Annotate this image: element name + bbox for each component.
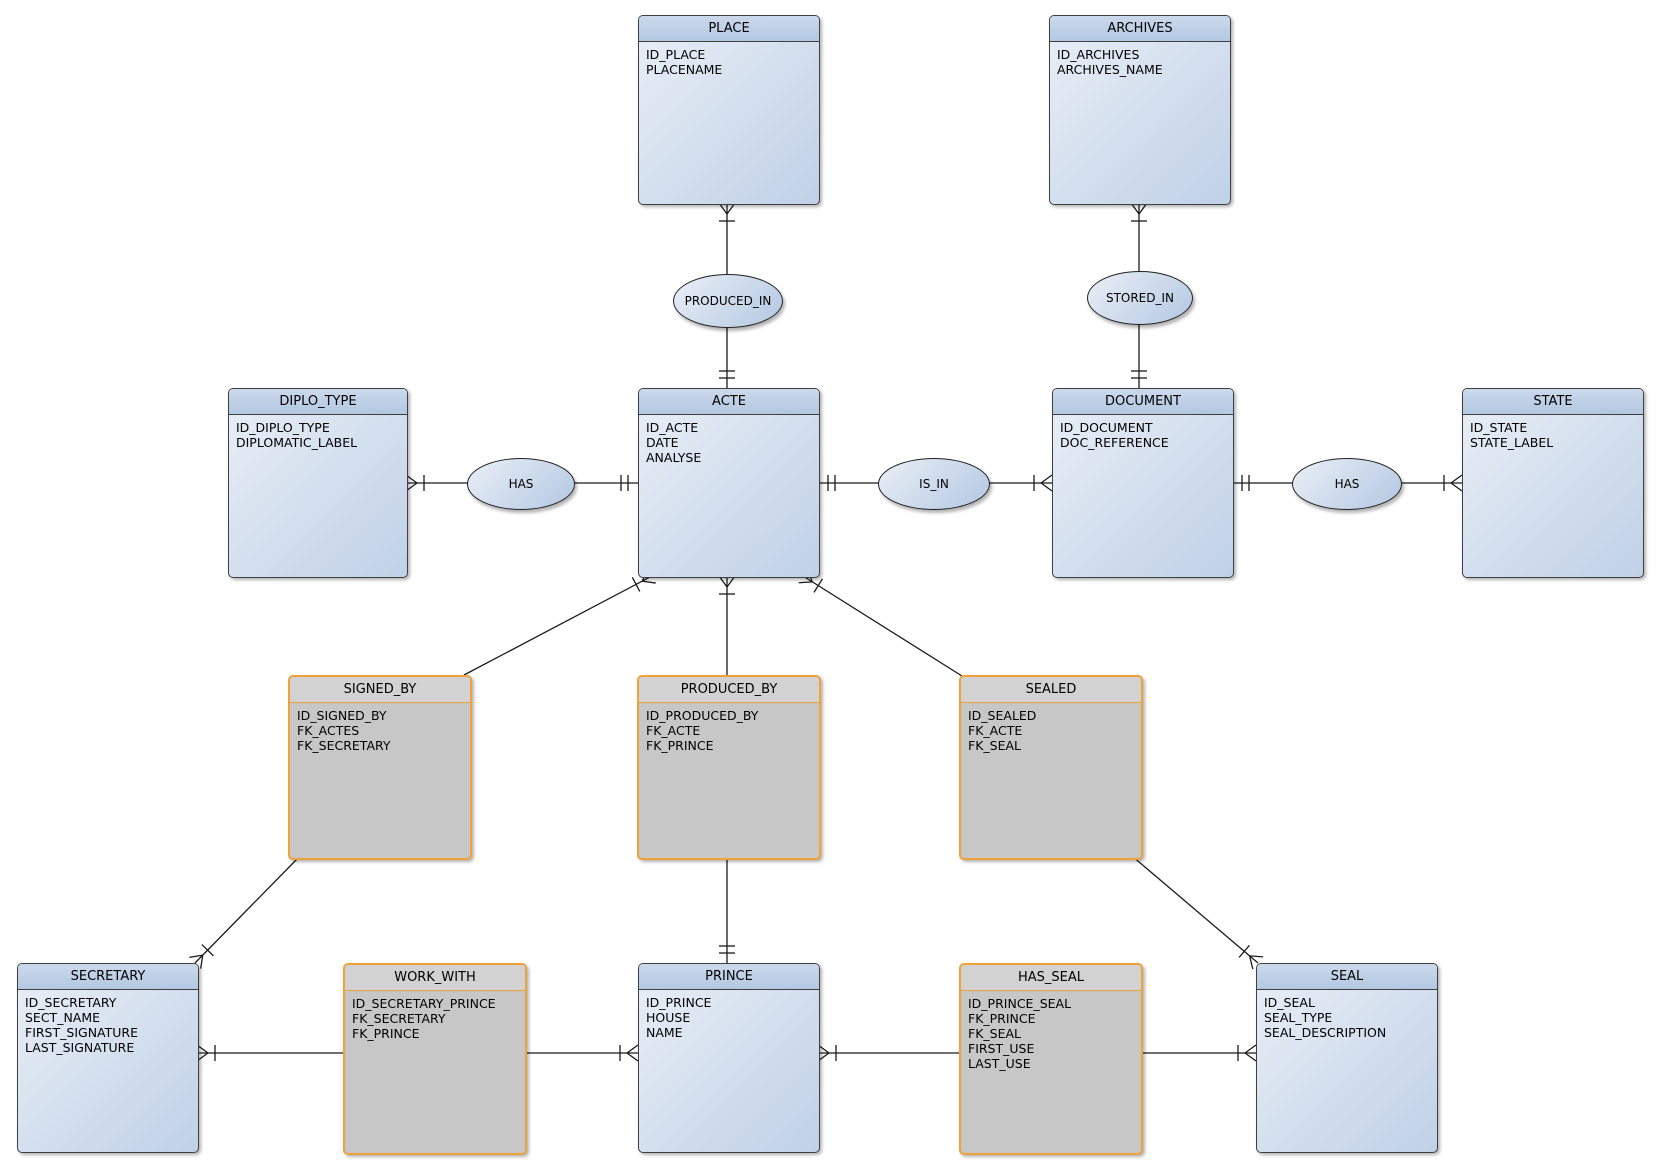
- entity-attribute: FK_PRINCE: [968, 1011, 1036, 1026]
- entity-attribute: FK_PRINCE: [352, 1026, 420, 1041]
- entity-attribute: LAST_USE: [968, 1056, 1031, 1071]
- relationship-has-state[interactable]: HAS: [1292, 458, 1402, 510]
- entity-attribute: FIRST_USE: [968, 1041, 1035, 1056]
- entity-attribute: FK_ACTE: [968, 723, 1023, 738]
- entity-attribute: ANALYSE: [646, 450, 702, 465]
- entity-attribute: ID_SIGNED_BY: [297, 708, 387, 723]
- entity-attribute: SEAL_DESCRIPTION: [1264, 1025, 1387, 1040]
- entity-title: STATE: [1463, 389, 1643, 415]
- entity-attribute: DIPLOMATIC_LABEL: [236, 435, 358, 450]
- entity-title: DIPLO_TYPE: [229, 389, 407, 415]
- relationship-stored-in[interactable]: STORED_IN: [1087, 271, 1193, 325]
- entity-attribute: ID_STATE: [1470, 420, 1528, 435]
- entity-title: WORK_WITH: [345, 965, 525, 991]
- relationship-label: HAS: [508, 477, 534, 491]
- entity-attribute: HOUSE: [646, 1010, 691, 1025]
- entity-attribute: ID_SEAL: [1264, 995, 1315, 1010]
- entity-attribute: ID_ACTE: [646, 420, 699, 435]
- relationship-has-diplo[interactable]: HAS: [467, 458, 575, 510]
- entity-attribute: FK_SECRETARY: [352, 1011, 446, 1026]
- entity-title: PLACE: [639, 16, 819, 42]
- entity-attribute: DATE: [646, 435, 679, 450]
- entity-attribute: ID_SEALED: [968, 708, 1037, 723]
- entity-attribute: ID_ARCHIVES: [1057, 47, 1140, 62]
- entity-title: DOCUMENT: [1053, 389, 1233, 415]
- entity-attribute: FK_PRINCE: [646, 738, 714, 753]
- entity-attribute: PLACENAME: [646, 62, 723, 77]
- entity-title: ARCHIVES: [1050, 16, 1230, 42]
- entity-attribute: SEAL_TYPE: [1264, 1010, 1333, 1025]
- relationship-label: IS_IN: [919, 477, 949, 491]
- entity-attribute: ID_PLACE: [646, 47, 706, 62]
- entity-title: PRINCE: [639, 964, 819, 990]
- entity-attribute: FK_SEAL: [968, 738, 1021, 753]
- relationship-label: HAS: [1334, 477, 1360, 491]
- entity-attribute: ARCHIVES_NAME: [1057, 62, 1163, 77]
- entity-title: SECRETARY: [18, 964, 198, 990]
- relationship-is-in[interactable]: IS_IN: [878, 458, 990, 510]
- entity-attribute: ID_SECRETARY_PRINCE: [352, 996, 496, 1011]
- entity-attribute: FK_ACTES: [297, 723, 360, 738]
- entity-attribute: ID_DIPLO_TYPE: [236, 420, 330, 435]
- entity-attribute: FK_SECRETARY: [297, 738, 391, 753]
- entity-title: PRODUCED_BY: [639, 677, 819, 703]
- entity-attribute: FK_SEAL: [968, 1026, 1021, 1041]
- entity-attribute: ID_SECRETARY: [25, 995, 117, 1010]
- entity-attribute: FK_ACTE: [646, 723, 701, 738]
- entity-attribute: ID_PRODUCED_BY: [646, 708, 759, 723]
- entity-attribute: DOC_REFERENCE: [1060, 435, 1169, 450]
- entity-title: SEAL: [1257, 964, 1437, 990]
- entity-title: SEALED: [961, 677, 1141, 703]
- entity-title: SIGNED_BY: [290, 677, 470, 703]
- entity-attribute: ID_PRINCE: [646, 995, 712, 1010]
- entity-attribute: ID_PRINCE_SEAL: [968, 996, 1072, 1011]
- relationship-label: STORED_IN: [1105, 291, 1175, 305]
- entity-title: HAS_SEAL: [961, 965, 1141, 991]
- entity-attribute: NAME: [646, 1025, 683, 1040]
- entity-title: ACTE: [639, 389, 819, 415]
- entity-attribute: STATE_LABEL: [1470, 435, 1554, 450]
- relationship-produced-in[interactable]: PRODUCED_IN: [673, 274, 783, 328]
- entity-attribute: LAST_SIGNATURE: [25, 1040, 135, 1055]
- entity-attribute: FIRST_SIGNATURE: [25, 1025, 138, 1040]
- relationship-label: PRODUCED_IN: [684, 294, 772, 308]
- entity-attribute: SECT_NAME: [25, 1010, 101, 1025]
- entity-attribute: ID_DOCUMENT: [1060, 420, 1153, 435]
